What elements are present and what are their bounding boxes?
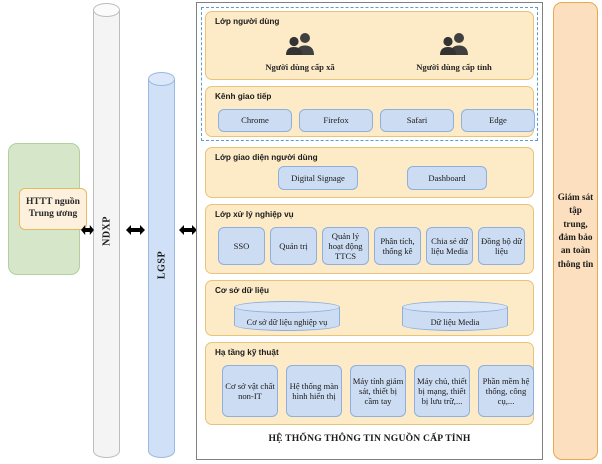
infra-system-software[interactable]: Phần mềm hệ thống, công cụ,... (478, 365, 534, 417)
central-source-system-box: HTTT nguồn Trung ương (8, 143, 87, 275)
double-arrow-icon (179, 222, 197, 238)
security-monitoring-panel: Giám sát tập trung, đảm bảo an toàn thôn… (553, 2, 598, 460)
infra-monitoring-devices[interactable]: Máy tính giám sát, thiết bị cầm tay (350, 365, 406, 417)
layer-database-title: Cơ sở dữ liệu (215, 286, 269, 295)
business-data-sync[interactable]: Đồng bộ dữ liệu (478, 227, 525, 265)
browser-firefox[interactable]: Firefox (299, 109, 373, 132)
user-and-channel-dashed-group (201, 7, 538, 141)
business-administration[interactable]: Quản trị (270, 227, 317, 265)
persona-province-user-label: Người dùng cấp tỉnh (416, 62, 492, 72)
database-business-label: Cơ sở dữ liệu nghiệp vụ (246, 318, 328, 327)
users-group-icon (394, 32, 514, 61)
layer-ui-title: Lớp giao diện người dùng (215, 153, 318, 162)
layer-infrastructure-title: Hạ tầng kỹ thuật (215, 348, 279, 357)
infra-facilities[interactable]: Cơ sở vật chất non-IT (222, 365, 278, 417)
layer-channel-title: Kênh giao tiếp (215, 92, 272, 101)
database-media-top (402, 301, 508, 313)
database-media-cylinder: Dữ liệu Media (402, 301, 508, 331)
database-media-label: Dữ liệu Media (430, 318, 480, 327)
layer-user-interface: Lớp giao diện người dùng Digital Signage… (205, 147, 534, 198)
pipe-ndxp-label: NDXP (101, 215, 112, 246)
business-ttcs-management[interactable]: Quản lý hoạt động TTCS (322, 227, 369, 265)
business-analytics[interactable]: Phân tích, thống kê (374, 227, 421, 265)
layer-database: Cơ sở dữ liệu Cơ sở dữ liệu nghiệp vụ Dữ… (205, 280, 534, 336)
infra-servers-network[interactable]: Máy chủ, thiết bị mạng, thiết bị lưu trữ… (414, 365, 470, 417)
infra-display-screens[interactable]: Hệ thống màn hình hiển thị (286, 365, 342, 417)
persona-commune-user: Người dùng cấp xã (240, 32, 360, 72)
pipe-lgsp-body (148, 79, 175, 451)
persona-province-user: Người dùng cấp tỉnh (394, 32, 514, 72)
pipe-ndxp-top-cap (93, 3, 120, 17)
layer-user-title: Lớp người dùng (215, 17, 280, 26)
ui-dashboard[interactable]: Dashboard (407, 166, 487, 190)
persona-commune-user-label: Người dùng cấp xã (265, 62, 335, 72)
central-source-system-label: HTTT nguồn Trung ương (19, 188, 87, 230)
pipe-lgsp: LGSP (148, 72, 175, 458)
browser-safari[interactable]: Safari (380, 109, 454, 132)
business-media-sharing[interactable]: Chia sẻ dữ liệu Media (426, 227, 473, 265)
system-title: HỆ THỐNG THÔNG TIN NGUỒN CẤP TỈNH (268, 433, 471, 444)
layer-business-logic: Lớp xử lý nghiệp vụ SSO Quản trị Quản lý… (205, 204, 534, 274)
ui-digital-signage[interactable]: Digital Signage (278, 166, 358, 190)
provincial-source-system-container: Lớp người dùng Người dùng cấp xã (196, 2, 543, 460)
layer-communication-channel: Kênh giao tiếp Chrome Firefox Safari Edg… (205, 86, 535, 137)
double-arrow-icon (81, 222, 94, 238)
layer-infrastructure: Hạ tầng kỹ thuật Cơ sở vật chất non-IT H… (205, 342, 534, 425)
browser-edge[interactable]: Edge (461, 109, 535, 132)
layer-business-title: Lớp xử lý nghiệp vụ (215, 210, 294, 219)
database-business-top (234, 301, 340, 313)
pipe-lgsp-top-cap (148, 72, 175, 86)
layer-user: Lớp người dùng Người dùng cấp xã (205, 11, 534, 80)
users-group-icon (240, 32, 360, 61)
business-sso[interactable]: SSO (218, 227, 265, 265)
browser-chrome[interactable]: Chrome (218, 109, 292, 132)
security-monitoring-label: Giám sát tập trung, đảm bảo an toàn thôn… (557, 191, 594, 269)
double-arrow-icon (126, 222, 145, 238)
database-business-cylinder: Cơ sở dữ liệu nghiệp vụ (234, 301, 340, 331)
pipe-lgsp-label: LGSP (156, 250, 167, 280)
pipe-ndxp: NDXP (93, 3, 120, 458)
